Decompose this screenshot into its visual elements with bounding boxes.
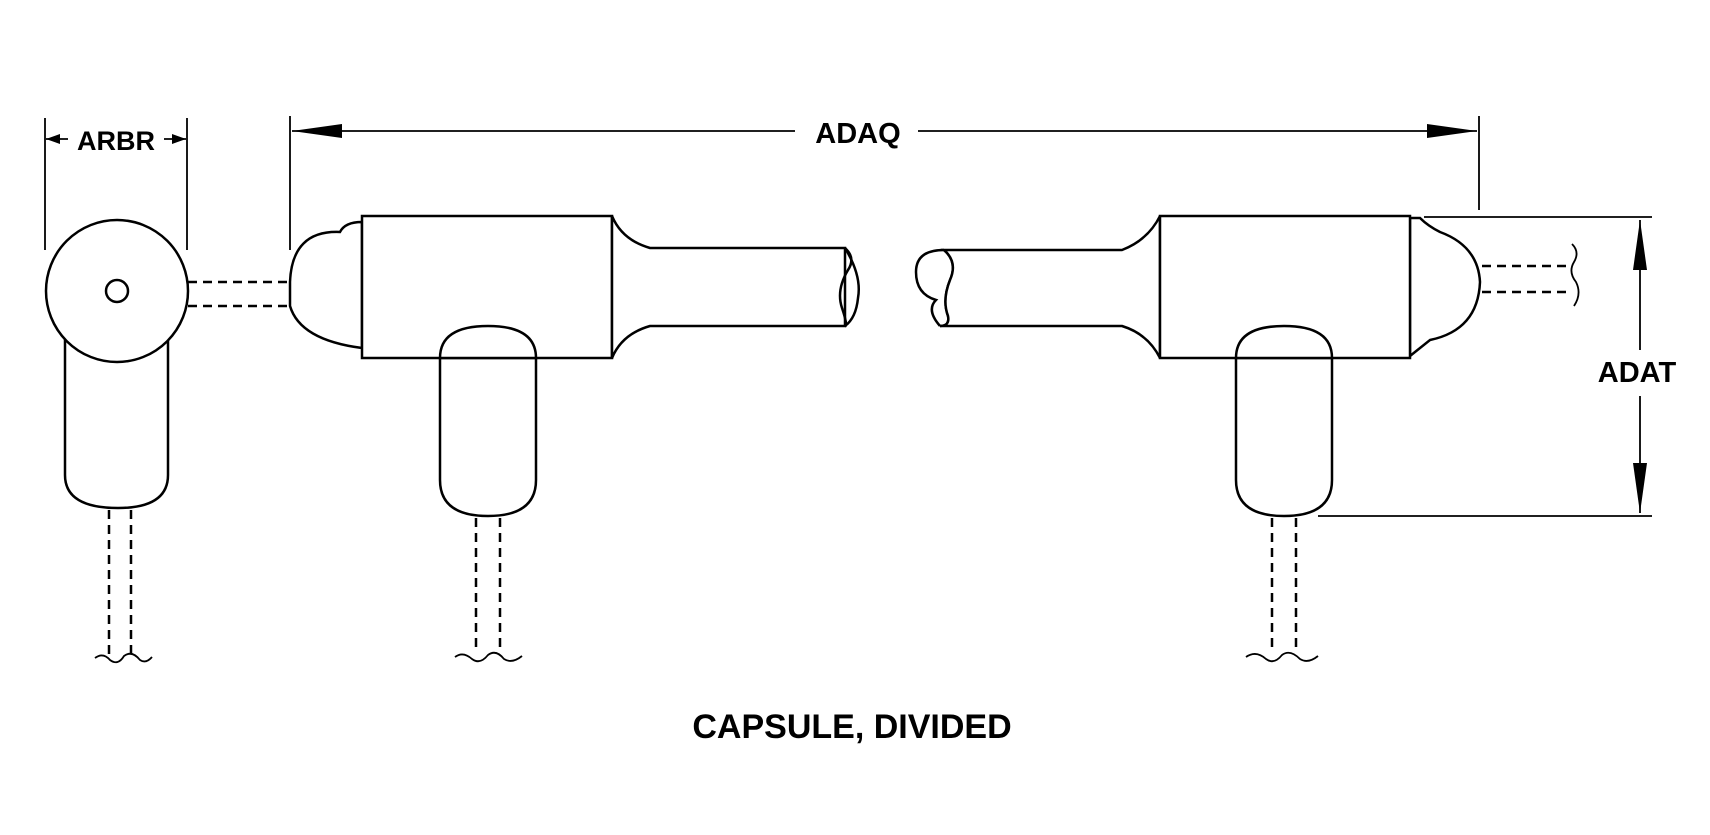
arbr-label: ARBR — [77, 126, 155, 156]
left-vertical-leg — [438, 338, 538, 518]
left-capsule-half — [288, 214, 860, 663]
adat-label: ADAT — [1598, 357, 1677, 389]
adaq-dimension: ADAQ — [289, 116, 1480, 250]
end-view-center-hole — [104, 278, 130, 304]
end-view-stem — [63, 328, 170, 510]
end-view-circle — [44, 218, 190, 364]
adaq-label: ADAQ — [815, 118, 900, 150]
adat-dimension: ADAT — [1318, 216, 1677, 517]
arbr-dimension: ARBR — [44, 118, 188, 250]
diagram-caption: CAPSULE, DIVIDED — [692, 708, 1011, 746]
end-view — [44, 218, 292, 664]
right-capsule-half — [914, 214, 1580, 663]
right-vertical-leg — [1234, 338, 1334, 518]
